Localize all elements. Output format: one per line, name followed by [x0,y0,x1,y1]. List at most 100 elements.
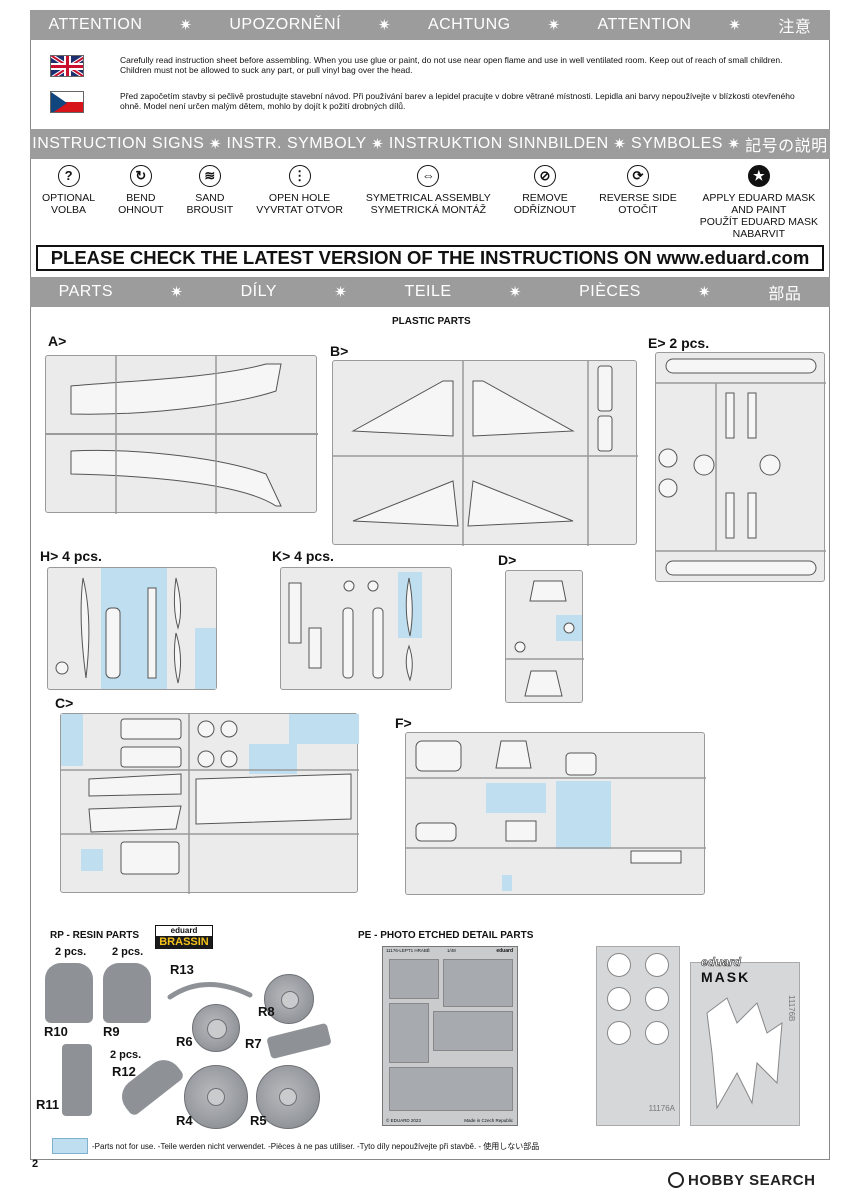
sign-label: REMOVE [522,192,568,204]
sign-open-hole: ⋮ OPEN HOLE VYVRTAT OTVOR [256,165,343,240]
r6-part [192,1004,240,1052]
watermark: HOBBY SEARCH [668,1172,815,1189]
star-icon: ✷ [728,17,742,34]
signs-cz: INSTR. SYMBOLY [226,135,367,152]
star-icon: ✷ [208,136,222,153]
r9-part [103,963,151,1023]
sprue-k [280,567,452,690]
sign-label: ODŘÍZNOUT [513,204,577,216]
attention-band: ATTENTION ✷ UPOZORNĚNÍ ✷ ACHTUNG ✷ ATTEN… [30,10,830,40]
brassin-logo: eduard BRASSIN [155,925,213,949]
signs-band: INSTRUCTION SIGNS ✷ INSTR. SYMBOLY ✷ INS… [30,129,830,159]
unused-parts-zone [61,714,83,766]
sign-label: OPTIONAL [42,192,96,204]
sign-reverse: ⟳ REVERSE SIDE OTOČIT [599,165,677,240]
sign-symmetrical: ⇔ SYMETRICAL ASSEMBLY SYMETRICKÁ MONTÁŽ [366,165,491,240]
sprue-h [47,567,217,690]
sprue-e [655,352,826,582]
sprue-c-label: C> [55,695,74,711]
sign-sand: ≋ SAND BROUSIT [186,165,234,240]
warning-en-row: Carefully read instruction sheet before … [50,55,810,77]
mask-code-b: 11176B [787,995,796,1022]
sprue-a-label: A> [48,333,67,349]
r10-label: R10 [44,1024,68,1039]
sign-label: VOLBA [51,204,87,216]
sprue-e-parts-drawing [656,358,826,576]
pe-title: PE - PHOTO ETCHED DETAIL PARTS [358,930,534,941]
star-icon: ✷ [547,17,561,34]
watermark-text: HOBBY SEARCH [688,1172,816,1189]
parts-jp: 部品 [768,286,802,303]
sign-mask: ★ APPLY EDUARD MASK AND PAINT POUŽÍT EDU… [700,165,818,240]
check-latest-banner: PLEASE CHECK THE LATEST VERSION OF THE I… [36,245,824,271]
signs-en: INSTRUCTION SIGNS [32,135,205,152]
parts-band: PARTS ✷ DÍLY ✷ TEILE ✷ PIÈCES ✷ 部品 [30,277,830,307]
warning-cz-text: Před započetím stavby si pečlivě prostud… [120,91,795,111]
mask-code-a: 11176A [648,1104,675,1113]
sign-label: BROUSIT [186,204,234,216]
unused-parts-zone [556,781,611,849]
symmetry-icon: ⇔ [417,165,440,187]
star-icon: ✷ [371,136,385,153]
sprue-b [332,360,638,546]
sign-label: POUŽÍT EDUARD MASK [699,216,818,228]
r5-part [256,1065,320,1129]
r7-label: R7 [245,1036,262,1051]
star-icon: ✷ [508,284,522,301]
star-icon: ✷ [179,17,193,34]
sprue-d-label: D> [498,552,517,568]
sprue-d [505,570,584,703]
resin-title: RP - RESIN PARTS [50,930,140,941]
r12-qty: 2 pcs. [110,1049,142,1061]
r11-label: R11 [36,1097,60,1112]
attention-cz: UPOZORNĚNÍ [229,16,342,33]
unused-parts-swatch [52,1138,88,1154]
page-number: 2 [32,1158,39,1170]
r5-label: R5 [250,1113,267,1128]
parts-en: PARTS [58,283,113,300]
sign-bend: ↻ BEND OHNOUT [118,165,164,240]
uk-flag-icon [50,55,84,77]
r10-part [45,963,93,1023]
signs-de: INSTRUKTION SINNBILDEN [388,135,609,152]
question-mark-icon: ? [57,165,80,187]
pe-consoles [433,1011,513,1051]
r8-label: R8 [258,1004,275,1019]
r9-qty: 2 pcs. [112,946,144,958]
sprue-c [60,713,359,894]
r12-label: R12 [112,1064,136,1079]
star-icon: ✷ [377,17,392,34]
sign-label: AND PAINT [731,204,787,216]
hobbysearch-logo-icon [668,1172,684,1188]
sprue-c-parts-drawing [61,714,359,894]
brassin-logo-top: eduard [156,926,212,936]
mask-sheet-b: eduard MASK 11176B [690,955,800,1126]
sprue-d-parts-drawing [506,580,584,697]
parts-de: TEILE [404,283,452,300]
sand-file-icon: ≋ [198,165,221,187]
attention-jp: 注意 [778,19,812,36]
unused-parts-zone [81,849,103,871]
attention-fr: ATTENTION [597,16,692,33]
mask-brand: eduard [701,955,742,970]
sign-label: OTOČIT [618,204,658,216]
r8-part [264,974,314,1024]
sign-label: REVERSE SIDE [599,192,677,204]
warning-en-text: Carefully read instruction sheet before … [120,55,783,75]
sign-label: OPEN HOLE [268,192,331,204]
signs-jp: 記号の説明 [745,138,828,155]
attention-en: ATTENTION [48,16,143,33]
pe-copyright: © EDUARD 2023 [386,1118,421,1123]
reverse-side-icon: ⟳ [626,165,649,187]
parts-cz: DÍLY [240,283,277,300]
sprue-h-label: H> 4 pcs. [40,548,102,564]
sprue-e-label: E> 2 pcs. [648,335,710,351]
star-icon: ✷ [170,284,184,301]
star-icon: ✷ [698,284,712,301]
sprue-k-parts-drawing [288,577,413,682]
sign-label: SAND [195,192,225,204]
r4-part [184,1065,248,1129]
pe-fret: 11176-LEPT1 HRABĚ 1/48 eduard © EDUARD 2… [382,946,518,1126]
r13-label: R13 [170,962,194,977]
sprue-f [405,732,706,895]
